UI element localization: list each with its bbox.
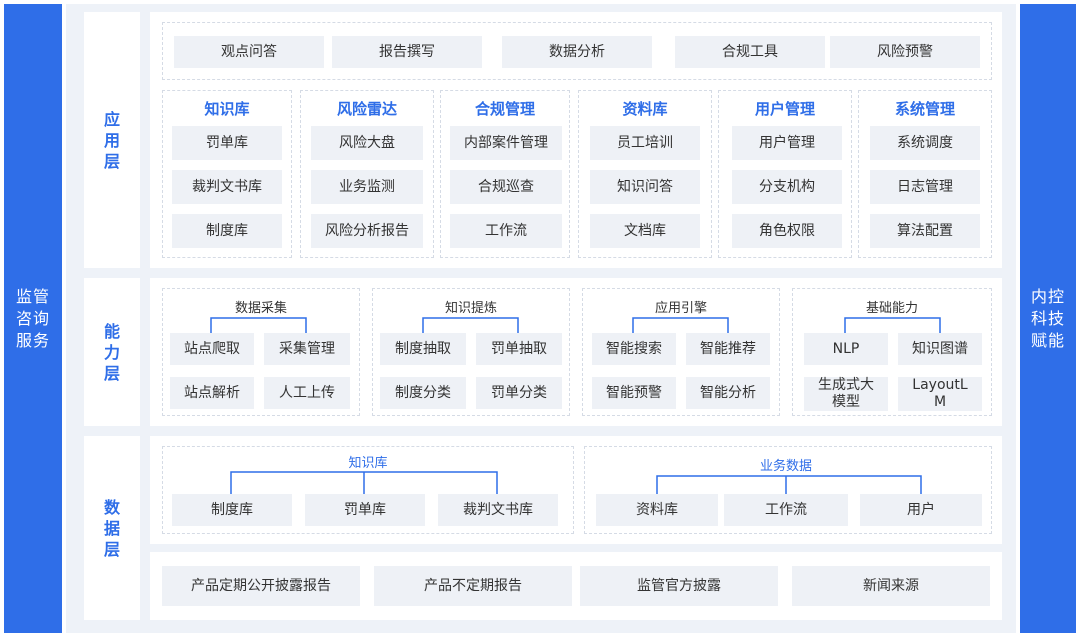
data-layer-label: 数据层 — [84, 436, 140, 620]
data-item-box[interactable]: 资料库 — [596, 494, 718, 526]
capability-item-box[interactable]: 站点爬取 — [170, 333, 254, 365]
app-item-box[interactable]: 工作流 — [450, 214, 562, 248]
capability-item-box[interactable]: 制度抽取 — [380, 333, 466, 365]
data-item-box[interactable]: 用户 — [860, 494, 982, 526]
app-item-box[interactable]: 制度库 — [172, 214, 282, 248]
app-item-box[interactable]: 用户管理 — [732, 126, 842, 160]
data-source-box[interactable]: 产品不定期报告 — [374, 566, 572, 606]
app-group-title: 知识库 — [204, 100, 250, 118]
app-item-box[interactable]: 罚单库 — [172, 126, 282, 160]
app-top-box[interactable]: 观点问答 — [174, 36, 324, 68]
capability-item-box[interactable]: 智能推荐 — [686, 333, 770, 365]
app-item-box[interactable]: 风险分析报告 — [311, 214, 423, 248]
app-group-title: 合规管理 — [474, 100, 535, 118]
app-item-box[interactable]: 分支机构 — [732, 170, 842, 204]
capability-item-box[interactable]: 智能搜索 — [592, 333, 676, 365]
capability-item-box[interactable]: 人工上传 — [264, 377, 350, 409]
app-item-box[interactable]: 日志管理 — [870, 170, 980, 204]
data-group-title: 知识库 — [348, 456, 388, 471]
app-top-box[interactable]: 数据分析 — [502, 36, 652, 68]
app-item-box[interactable]: 裁判文书库 — [172, 170, 282, 204]
capability-layer-label-text: 能力层 — [103, 321, 120, 383]
data-item-box[interactable]: 制度库 — [172, 494, 292, 526]
right-side-bar-text: 内控科技赋能 — [1030, 286, 1065, 350]
left-side-bar: 监管咨询服务 — [4, 4, 62, 633]
application-layer-label-text: 应用层 — [103, 109, 120, 171]
app-group-title: 风险雷达 — [336, 100, 397, 118]
application-layer-label: 应用层 — [84, 12, 140, 268]
app-item-box[interactable]: 角色权限 — [732, 214, 842, 248]
app-top-box[interactable]: 风险预警 — [830, 36, 980, 68]
app-item-box[interactable]: 员工培训 — [590, 126, 700, 160]
capability-item-box[interactable]: 知识图谱 — [898, 333, 982, 365]
app-item-box[interactable]: 知识问答 — [590, 170, 700, 204]
data-item-box[interactable]: 罚单库 — [305, 494, 425, 526]
app-item-box[interactable]: 系统调度 — [870, 126, 980, 160]
app-item-box[interactable]: 算法配置 — [870, 214, 980, 248]
right-side-bar: 内控科技赋能 — [1020, 4, 1076, 633]
app-group-title: 用户管理 — [754, 100, 815, 118]
data-layer-label-text: 数据层 — [103, 497, 120, 559]
app-item-box[interactable]: 合规巡查 — [450, 170, 562, 204]
capability-group-title: 基础能力 — [865, 301, 918, 316]
capability-layer-label: 能力层 — [84, 278, 140, 426]
capability-item-box[interactable]: 站点解析 — [170, 377, 254, 409]
app-item-box[interactable]: 风险大盘 — [311, 126, 423, 160]
data-source-box[interactable]: 新闻来源 — [792, 566, 990, 606]
app-item-box[interactable]: 业务监测 — [311, 170, 423, 204]
data-source-box[interactable]: 产品定期公开披露报告 — [162, 566, 360, 606]
capability-item-box[interactable]: 采集管理 — [264, 333, 350, 365]
app-item-box[interactable]: 文档库 — [590, 214, 700, 248]
capability-group-title: 应用引擎 — [654, 301, 707, 316]
capability-item-box[interactable]: 智能分析 — [686, 377, 770, 409]
app-item-box[interactable]: 内部案件管理 — [450, 126, 562, 160]
capability-item-box[interactable]: 罚单抽取 — [476, 333, 562, 365]
capability-item-box[interactable]: 罚单分类 — [476, 377, 562, 409]
capability-group-title: 数据采集 — [234, 301, 287, 316]
capability-item-box[interactable]: NLP — [804, 333, 888, 365]
data-item-box[interactable]: 工作流 — [724, 494, 848, 526]
app-group-title: 系统管理 — [894, 100, 955, 118]
app-top-box[interactable]: 合规工具 — [675, 36, 825, 68]
capability-item-box[interactable]: 智能预警 — [592, 377, 676, 409]
capability-group-title: 知识提炼 — [444, 301, 497, 316]
left-side-bar-text: 监管咨询服务 — [15, 286, 50, 350]
capability-item-box[interactable]: 制度分类 — [380, 377, 466, 409]
app-top-box[interactable]: 报告撰写 — [332, 36, 482, 68]
app-group-title: 资料库 — [622, 100, 668, 118]
capability-item-box[interactable]: LayoutL M — [898, 377, 982, 411]
data-source-box[interactable]: 监管官方披露 — [580, 566, 778, 606]
data-item-box[interactable]: 裁判文书库 — [438, 494, 558, 526]
capability-item-box[interactable]: 生成式大 模型 — [804, 377, 888, 411]
data-group-title: 业务数据 — [759, 459, 812, 474]
